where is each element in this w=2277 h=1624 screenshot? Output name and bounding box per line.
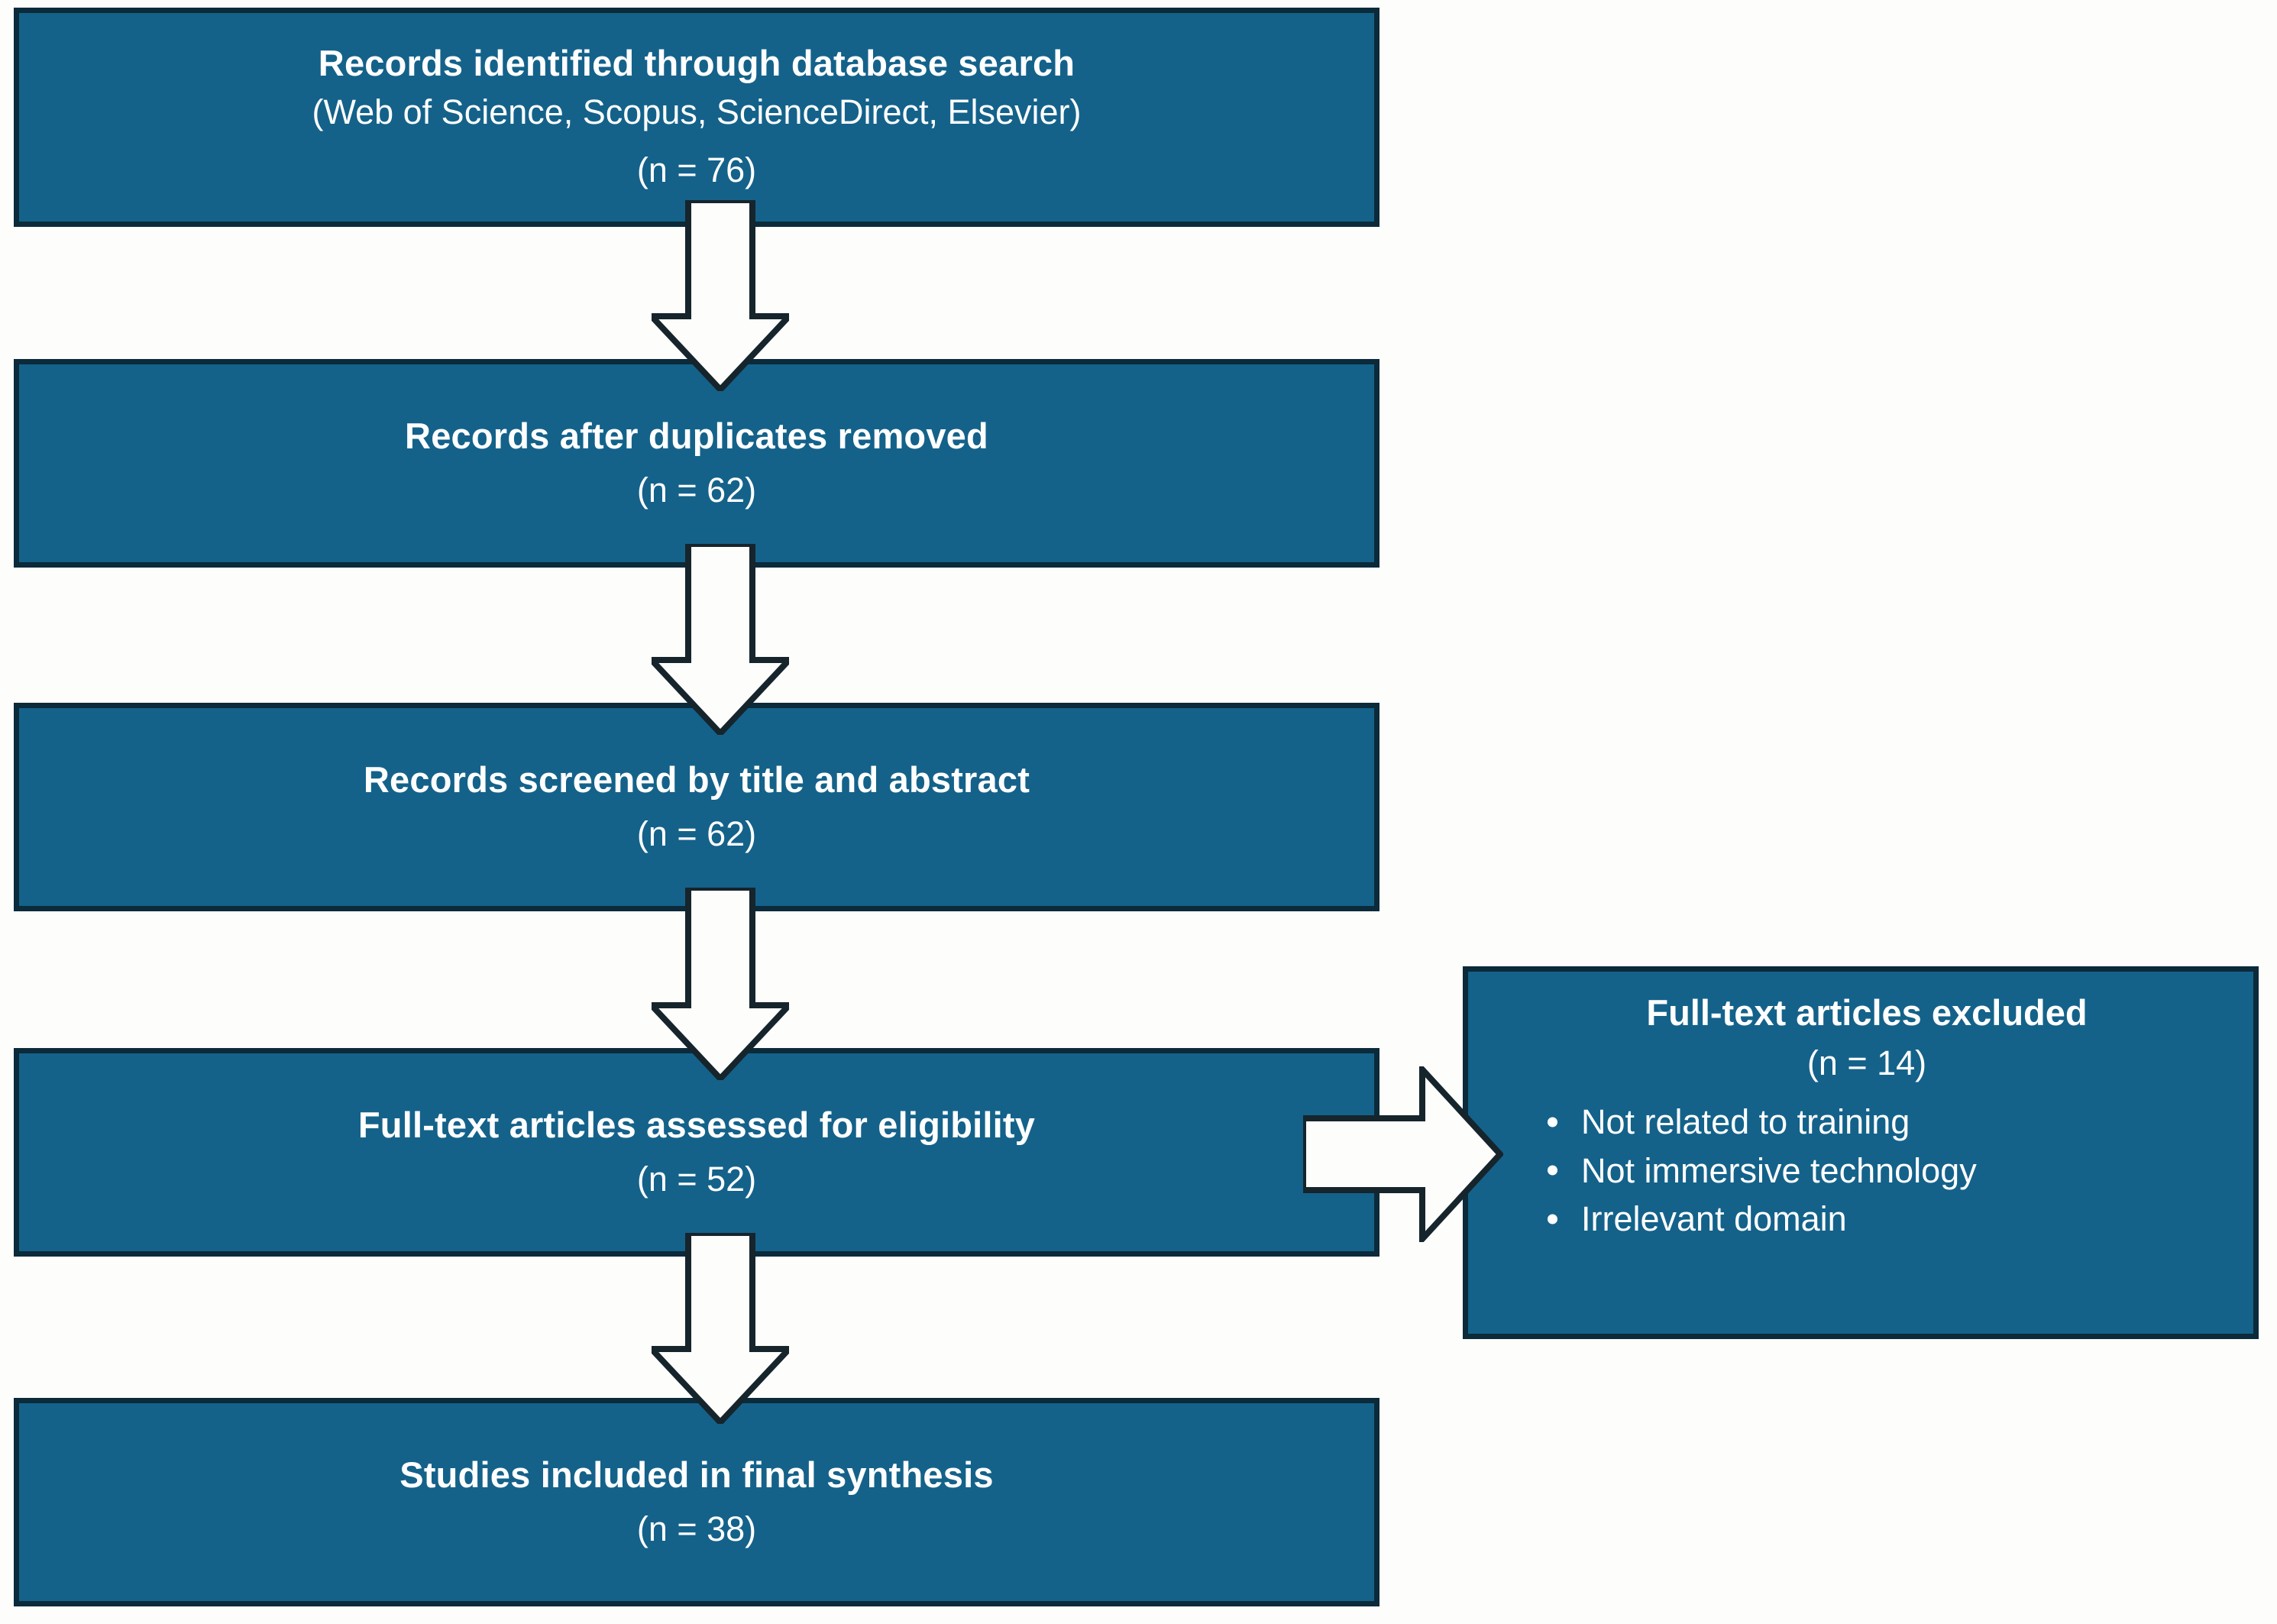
box-title: Studies included in final synthesis: [399, 1454, 994, 1495]
excluded-reason-label: Irrelevant domain: [1581, 1199, 1847, 1239]
box-title: Records identified through database sear…: [318, 43, 1075, 84]
list-item: Irrelevant domain: [1543, 1195, 2230, 1244]
box-subtitle: (Web of Science, Scopus, ScienceDirect, …: [312, 92, 1082, 131]
flow-box-studies-included: Studies included in final synthesis (n =…: [14, 1398, 1379, 1606]
excluded-count: (n = 14): [1806, 1043, 1927, 1083]
bullet-dot-icon: [1548, 1214, 1557, 1224]
excluded-reason-label: Not immersive technology: [1581, 1150, 1977, 1190]
box-count: (n = 38): [636, 1509, 757, 1548]
box-title: Full-text articles assessed for eligibil…: [357, 1104, 1036, 1145]
box-count: (n = 62): [636, 470, 757, 510]
flow-box-records-screened: Records screened by title and abstract (…: [14, 703, 1379, 911]
bullet-dot-icon: [1548, 1165, 1557, 1176]
excluded-reason-label: Not related to training: [1581, 1102, 1910, 1141]
list-item: Not related to training: [1543, 1098, 2230, 1147]
box-title: Records screened by title and abstract: [363, 759, 1030, 800]
list-item: Not immersive technology: [1543, 1147, 2230, 1195]
bullet-dot-icon: [1548, 1117, 1557, 1127]
flow-box-fulltext-assessed: Full-text articles assessed for eligibil…: [14, 1048, 1379, 1257]
arrow-down-eligibility-to-included: [652, 1233, 789, 1424]
excluded-reason-list: Not related to training Not immersive te…: [1503, 1098, 2230, 1244]
flow-box-fulltext-excluded: Full-text articles excluded (n = 14) Not…: [1463, 966, 2259, 1339]
box-count: (n = 62): [636, 814, 757, 853]
box-count: (n = 76): [636, 150, 757, 190]
box-title: Records after duplicates removed: [405, 415, 988, 456]
flow-box-records-after-duplicates: Records after duplicates removed (n = 62…: [14, 359, 1379, 568]
box-count: (n = 52): [636, 1159, 757, 1199]
flow-box-records-identified: Records identified through database sear…: [14, 8, 1379, 227]
excluded-title: Full-text articles excluded: [1646, 992, 2088, 1033]
